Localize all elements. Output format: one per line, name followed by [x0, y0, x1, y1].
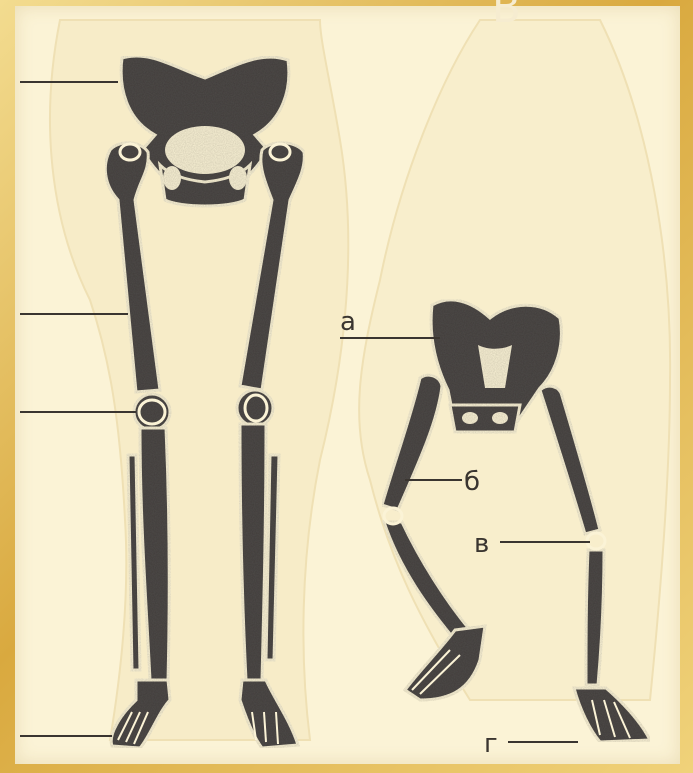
human-tibia-right — [240, 424, 266, 680]
label-g: г — [484, 729, 498, 759]
label-v: в — [474, 529, 489, 559]
figure-letter: В — [492, 0, 521, 32]
label-b: б — [464, 467, 480, 497]
label-a: а — [340, 307, 356, 337]
